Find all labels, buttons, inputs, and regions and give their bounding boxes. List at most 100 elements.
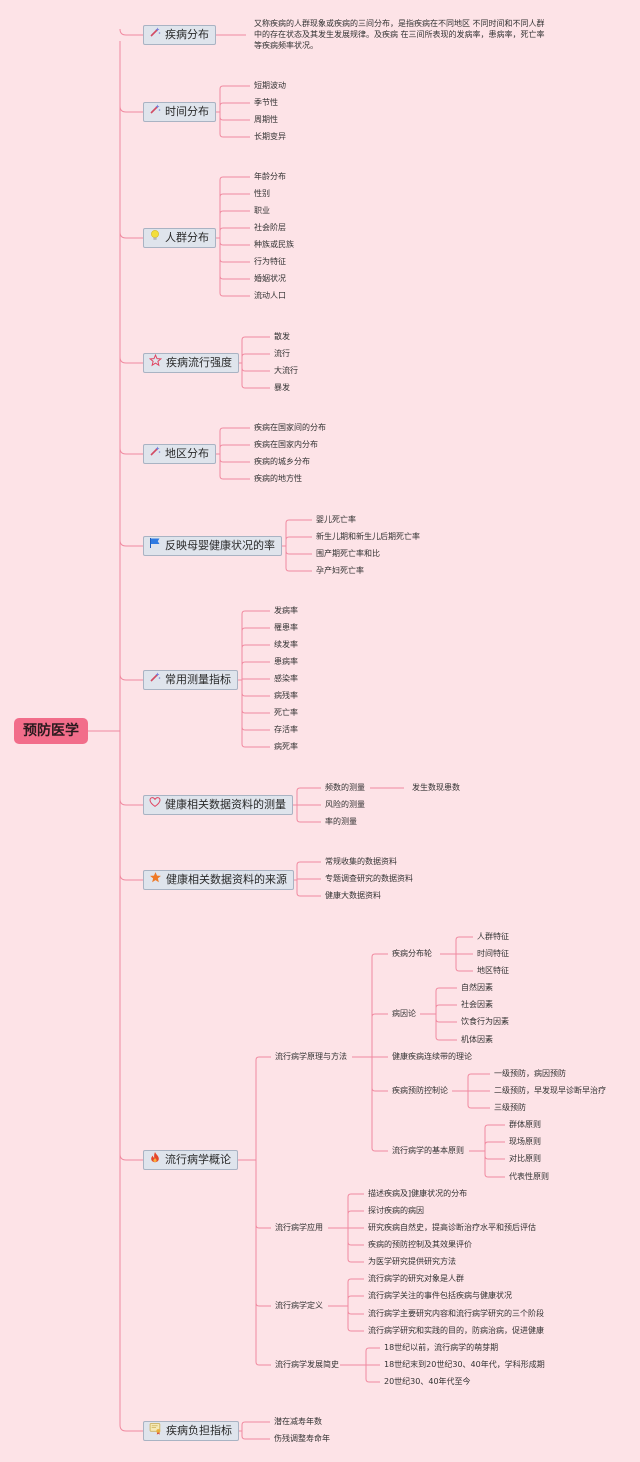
subtopic-item[interactable]: 群体原则: [509, 1120, 541, 1129]
subtopic-item[interactable]: 流行病学的研究对象是人群: [368, 1274, 464, 1283]
branch-item[interactable]: 婴儿死亡率: [316, 515, 356, 524]
branch-item[interactable]: 新生儿期和新生儿后期死亡率: [316, 532, 420, 541]
subtopic-item[interactable]: 为医学研究提供研究方法: [368, 1257, 456, 1266]
subtopic-node[interactable]: 病因论: [392, 1009, 416, 1018]
bracket-arm: [296, 818, 321, 823]
bracket-arm: [467, 1104, 490, 1109]
subtopic-item[interactable]: 20世纪30、40年代至今: [384, 1377, 471, 1386]
branch-epidemic-intensity[interactable]: 疾病流行强度: [143, 353, 239, 373]
subtopic-item[interactable]: 地区特征: [477, 966, 509, 975]
subtopic-item[interactable]: 疾病的预防控制及其效果评价: [368, 1240, 472, 1249]
branch-time-distribution[interactable]: 时间分布: [143, 102, 216, 122]
branch-item[interactable]: 疾病在国家间的分布: [254, 423, 326, 432]
branch-item[interactable]: 围产期死亡率和比: [316, 549, 380, 558]
branch-item[interactable]: 孕产妇死亡率: [316, 566, 364, 575]
bracket-arm: [435, 1018, 457, 1023]
branch-item[interactable]: 伤残调整寿命年: [274, 1434, 330, 1443]
branch-item[interactable]: 疾病在国家内分布: [254, 440, 318, 449]
branch-item[interactable]: 率的测量: [325, 817, 357, 826]
subtopic-node[interactable]: 流行病学发展简史: [275, 1360, 339, 1369]
subtopic-item[interactable]: 代表性原则: [509, 1172, 549, 1181]
branch-item[interactable]: 频数的测量: [325, 783, 365, 792]
branch-disease-distribution[interactable]: 疾病分布: [143, 25, 216, 45]
branch-item[interactable]: 疾病的地方性: [254, 474, 302, 483]
subtopic-item[interactable]: 18世纪以前，流行病学的萌芽期: [384, 1343, 499, 1352]
branch-item[interactable]: 续发率: [274, 640, 298, 649]
subtopic-item[interactable]: 机体因素: [461, 1035, 493, 1044]
branch-health-data-measurement[interactable]: 健康相关数据资料的测量: [143, 795, 293, 815]
bracket-arm: [241, 709, 270, 714]
subtopic-item[interactable]: 现场原则: [509, 1137, 541, 1146]
branch-item[interactable]: 性别: [254, 189, 270, 198]
branch-item[interactable]: 常规收集的数据资料: [325, 857, 397, 866]
subtopic-item[interactable]: 人群特征: [477, 932, 509, 941]
subtopic-item[interactable]: 时间特征: [477, 949, 509, 958]
subtopic-node[interactable]: 流行病学原理与方法: [275, 1052, 347, 1061]
branch-item[interactable]: 社会阶层: [254, 223, 286, 232]
branch-item[interactable]: 健康大数据资料: [325, 891, 381, 900]
branch-label: 时间分布: [165, 105, 209, 118]
subtopic-item[interactable]: 18世纪末到20世纪30、40年代，学科形成期: [384, 1360, 545, 1369]
branch-item[interactable]: 存活率: [274, 725, 298, 734]
branch-item[interactable]: 婚姻状况: [254, 274, 286, 283]
branch-item[interactable]: 行为特征: [254, 257, 286, 266]
branch-measurement-indicators[interactable]: 常用测量指标: [143, 670, 238, 690]
subtopic-item[interactable]: 对比原则: [509, 1154, 541, 1163]
branch-label: 疾病分布: [165, 28, 209, 41]
branch-item[interactable]: 散发: [274, 332, 290, 341]
branch-item[interactable]: 风险的测量: [325, 800, 365, 809]
subtopic-item[interactable]: 流行病学关注的事件包括疾病与健康状况: [368, 1291, 512, 1300]
branch-item[interactable]: 流动人口: [254, 291, 286, 300]
branch-item[interactable]: 流行: [274, 349, 290, 358]
branch-maternal-infant-rates[interactable]: 反映母婴健康状况的率: [143, 536, 282, 556]
branch-item[interactable]: 发病率: [274, 606, 298, 615]
branch-item[interactable]: 感染率: [274, 674, 298, 683]
branch-item[interactable]: 长期变异: [254, 132, 286, 141]
subtopic-node[interactable]: 健康疾病连续带的理论: [392, 1052, 472, 1061]
subtopic-item[interactable]: 探讨疾病的病因: [368, 1206, 424, 1215]
subtopic-item[interactable]: 一级预防，病因预防: [494, 1069, 566, 1078]
branch-epidemiology-overview[interactable]: 流行病学概论: [143, 1150, 238, 1170]
subtopic-item[interactable]: 描述疾病及]健康状况的分布: [368, 1189, 468, 1198]
subtopic-node[interactable]: 疾病分布轮: [392, 949, 432, 958]
subtopic-item[interactable]: 流行病学研究和实践的目的，防病治病，促进健康: [368, 1326, 544, 1335]
bracket-arm: [219, 210, 250, 215]
subtopic-item[interactable]: 社会因素: [461, 1000, 493, 1009]
branch-health-data-sources[interactable]: 健康相关数据资料的来源: [143, 870, 294, 890]
branch-item[interactable]: 短期波动: [254, 81, 286, 90]
subtopic-node[interactable]: 流行病学定义: [275, 1301, 323, 1310]
branch-item[interactable]: 暴发: [274, 383, 290, 392]
branch-item[interactable]: 潜在减寿年数: [274, 1417, 322, 1426]
subtopic-item[interactable]: 研究疾病自然史，提高诊断治疗水平和预后评估: [368, 1223, 536, 1232]
branch-item[interactable]: 死亡率: [274, 708, 298, 717]
heart-icon: [149, 796, 161, 814]
subtopic-item[interactable]: 饮食行为因素: [461, 1017, 509, 1026]
branch-item[interactable]: 周期性: [254, 115, 278, 124]
subtopic-item[interactable]: 自然因素: [461, 983, 493, 992]
subtopic-item[interactable]: 流行病学主要研究内容和流行病学研究的三个阶段: [368, 1309, 544, 1318]
branch-item[interactable]: 职业: [254, 206, 270, 215]
branch-item[interactable]: 病死率: [274, 742, 298, 751]
subtopic-item[interactable]: 三级预防: [494, 1103, 526, 1112]
branch-item[interactable]: 大流行: [274, 366, 298, 375]
subtopic-node[interactable]: 疾病预防控制论: [392, 1086, 448, 1095]
branch-disease-burden[interactable]: 疾病负担指标: [143, 1421, 239, 1441]
branch-population-distribution[interactable]: 人群分布: [143, 228, 216, 248]
branch-item[interactable]: 患病率: [274, 657, 298, 666]
branch-item[interactable]: 疾病的城乡分布: [254, 457, 310, 466]
subtopic-item[interactable]: 二级预防，早发现早诊断早治疗: [494, 1086, 606, 1095]
subtopic-node[interactable]: 流行病学应用: [275, 1223, 323, 1232]
branch-item[interactable]: 罹患率: [274, 623, 298, 632]
branch-item[interactable]: 季节性: [254, 98, 278, 107]
subtopic-node[interactable]: 流行病学的基本原则: [392, 1146, 464, 1155]
bracket-arm: [219, 133, 250, 138]
branch-label: 疾病流行强度: [166, 356, 232, 369]
branch-item-detail[interactable]: 发生数现患数: [412, 783, 460, 792]
branch-regional-distribution[interactable]: 地区分布: [143, 444, 216, 464]
branch-item[interactable]: 专题调查研究的数据资料: [325, 874, 413, 883]
branch-item[interactable]: 病残率: [274, 691, 298, 700]
bracket-arm: [255, 1361, 271, 1366]
branch-item[interactable]: 年龄分布: [254, 172, 286, 181]
root-node[interactable]: 预防医学: [14, 718, 88, 744]
branch-item[interactable]: 种族或民族: [254, 240, 294, 249]
